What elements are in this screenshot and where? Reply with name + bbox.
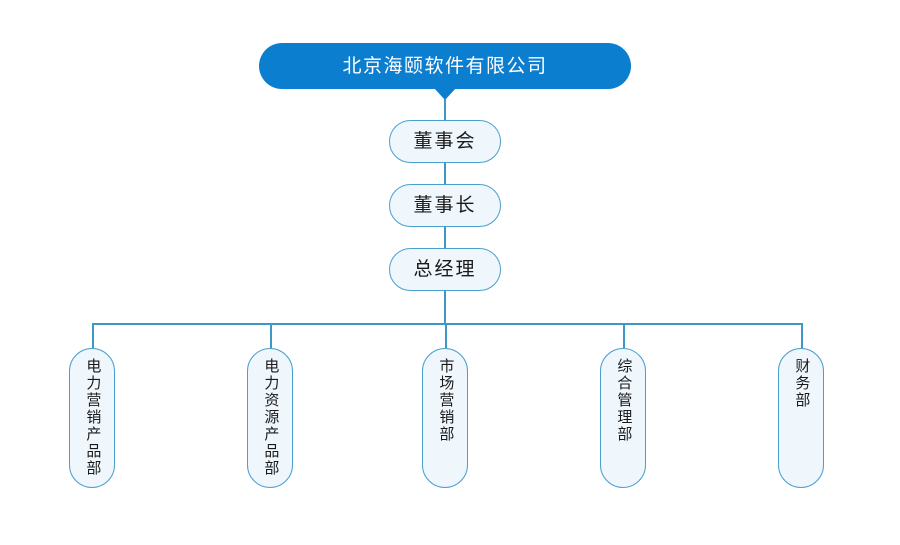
connector-drop-department-2 — [270, 323, 272, 348]
connector-board-to-chairman — [444, 163, 446, 184]
node-department-general-management[interactable]: 综合管理部 — [600, 348, 646, 488]
node-chairman[interactable]: 董事长 — [389, 184, 501, 227]
node-department-market-marketing[interactable]: 市场营销部 — [422, 348, 468, 488]
node-chairman-label: 董事长 — [413, 195, 477, 216]
company-name-label: 北京海颐软件有限公司 — [342, 55, 548, 77]
connector-department-bus — [92, 323, 802, 325]
banner-pointer-triangle — [434, 88, 456, 100]
node-department-label: 电力资源产品部 — [262, 358, 280, 477]
node-department-label: 财务部 — [793, 358, 811, 409]
connector-drop-department-4 — [623, 323, 625, 348]
node-department-power-resource-product[interactable]: 电力资源产品部 — [247, 348, 293, 488]
node-board-of-directors[interactable]: 董事会 — [389, 120, 501, 163]
connector-drop-department-5 — [801, 323, 803, 348]
connector-drop-department-1 — [92, 323, 94, 348]
connector-company-to-board — [444, 99, 446, 120]
node-department-label: 综合管理部 — [615, 358, 633, 443]
node-department-label: 市场营销部 — [437, 358, 455, 443]
node-department-finance[interactable]: 财务部 — [778, 348, 824, 488]
company-banner[interactable]: 北京海颐软件有限公司 — [259, 43, 631, 89]
connector-chairman-to-general-manager — [444, 227, 446, 248]
connector-drop-department-3 — [445, 323, 447, 348]
node-department-power-marketing-product[interactable]: 电力营销产品部 — [69, 348, 115, 488]
node-general-manager[interactable]: 总经理 — [389, 248, 501, 291]
connector-general-manager-to-bus — [444, 291, 446, 324]
node-general-manager-label: 总经理 — [413, 259, 477, 280]
node-board-of-directors-label: 董事会 — [413, 131, 477, 152]
node-department-label: 电力营销产品部 — [84, 358, 102, 477]
